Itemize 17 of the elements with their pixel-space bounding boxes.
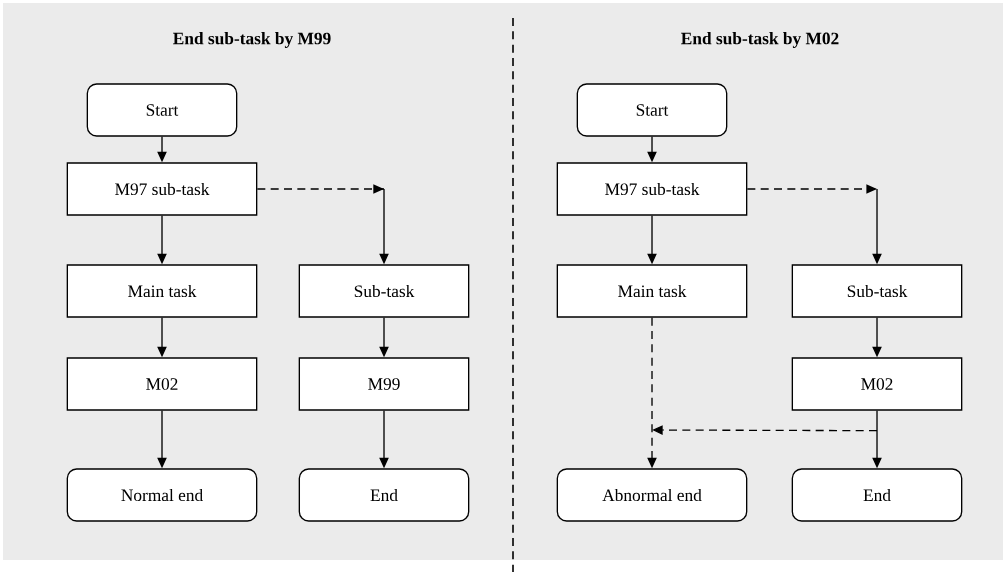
terminal-box: Start <box>86 83 238 137</box>
process-box: Sub-task <box>298 264 470 318</box>
process-box: M02 <box>791 357 963 411</box>
process-box: Main task <box>66 264 258 318</box>
process-box: M02 <box>66 357 258 411</box>
terminal-box: Normal end <box>66 468 258 522</box>
panel-title: End sub-task by M02 <box>681 32 839 48</box>
process-box: M97 sub-task <box>556 162 748 216</box>
terminal-box: Start <box>576 83 728 137</box>
terminal-box: Abnormal end <box>556 468 748 522</box>
terminal-box: End <box>298 468 470 522</box>
process-box: Sub-task <box>791 264 963 318</box>
process-box: M99 <box>298 357 470 411</box>
process-box: M97 sub-task <box>66 162 258 216</box>
panel-title: End sub-task by M99 <box>173 32 331 48</box>
terminal-box: End <box>791 468 963 522</box>
process-box: Main task <box>556 264 748 318</box>
